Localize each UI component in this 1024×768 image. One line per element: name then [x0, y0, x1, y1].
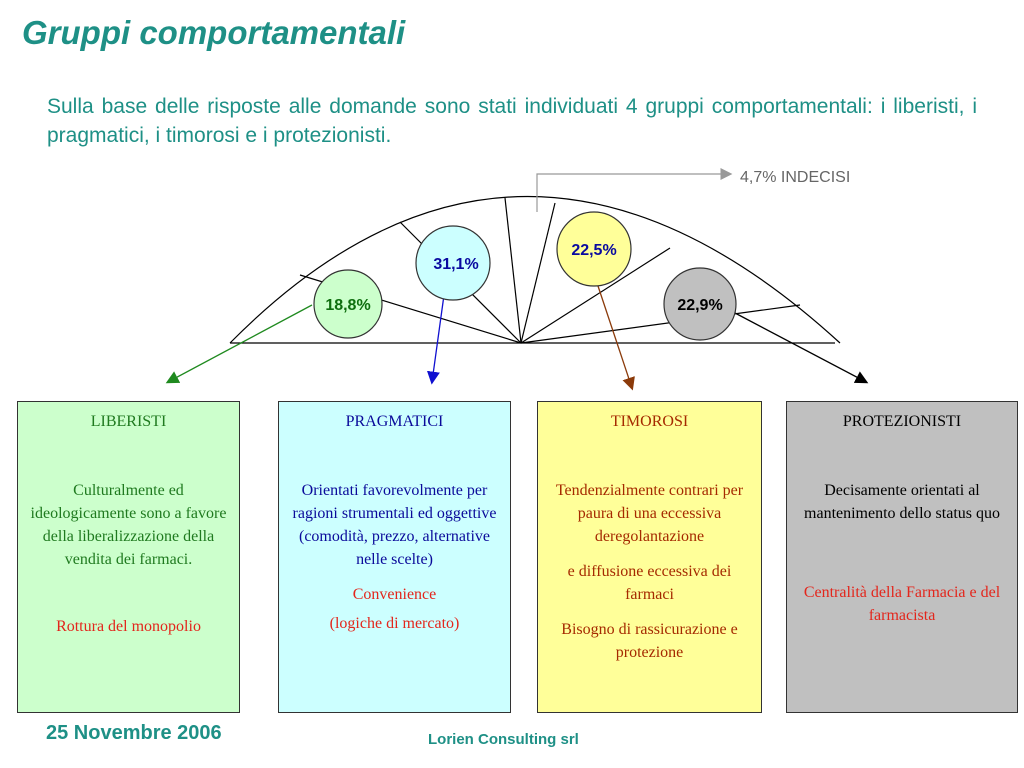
percent-timorosi: 22,5%: [571, 242, 616, 259]
intro-paragraph: Sulla base delle risposte alle domande s…: [47, 95, 977, 147]
circle-timorosi: [556, 211, 632, 287]
circle-liberisti: [313, 269, 383, 339]
group-description: Culturalmente ed ideologicamente sono a …: [30, 482, 227, 568]
page-title: Gruppi comportamentali: [22, 14, 406, 51]
group-note: (logiche di mercato): [329, 615, 460, 632]
group-box-liberisti: LIBERISTI Culturalmente ed ideologicamen…: [17, 401, 240, 713]
group-title: PROTEZIONISTI: [842, 413, 962, 430]
arrow-liberisti: [165, 304, 313, 384]
group-description: e diffusione eccessiva dei farmaci: [567, 563, 732, 603]
group-box-timorosi: TIMOROSI Tendenzialmente contrari per pa…: [537, 401, 762, 713]
segmentation-diagram: 4,7% INDECISI 18,8% 31,1% 22,5% 22,9%: [165, 168, 869, 391]
footer-company: Lorien Consulting srl: [428, 731, 579, 748]
arrow-timorosi: [596, 282, 635, 391]
group-box-pragmatici: PRAGMATICI Orientati favorevolmente per …: [278, 401, 511, 713]
group-description: Orientati favorevolmente per ragioni str…: [292, 482, 497, 568]
group-title: LIBERISTI: [90, 413, 167, 430]
group-note: Rottura del monopolio: [56, 618, 201, 635]
group-note: Centralità della Farmacia e del farmacis…: [803, 584, 1001, 624]
group-title: PRAGMATICI: [345, 413, 444, 430]
group-note: Convenience: [352, 586, 437, 603]
group-description: Bisogno di rassicurazione e protezione: [561, 621, 738, 661]
undecided-label: 4,7% INDECISI: [740, 169, 850, 186]
group-description: Tendenzialmente contrari per paura di un…: [555, 482, 744, 545]
circle-pragmatici: [415, 225, 491, 301]
circle-protezionisti: [663, 267, 737, 341]
group-box-protezionisti: PROTEZIONISTI Decisamente orientati al m…: [786, 401, 1018, 713]
percent-protezionisti: 22,9%: [677, 297, 722, 314]
arrow-protezionisti: [734, 312, 869, 384]
group-description: Decisamente orientati al mantenimento de…: [804, 482, 1000, 522]
undecided-pointer: [536, 168, 733, 212]
footer-date: 25 Novembre 2006: [46, 722, 222, 744]
percent-pragmatici: 31,1%: [433, 256, 478, 273]
percent-liberisti: 18,8%: [325, 297, 370, 314]
arrow-pragmatici: [426, 294, 445, 385]
group-title: TIMOROSI: [610, 413, 689, 430]
